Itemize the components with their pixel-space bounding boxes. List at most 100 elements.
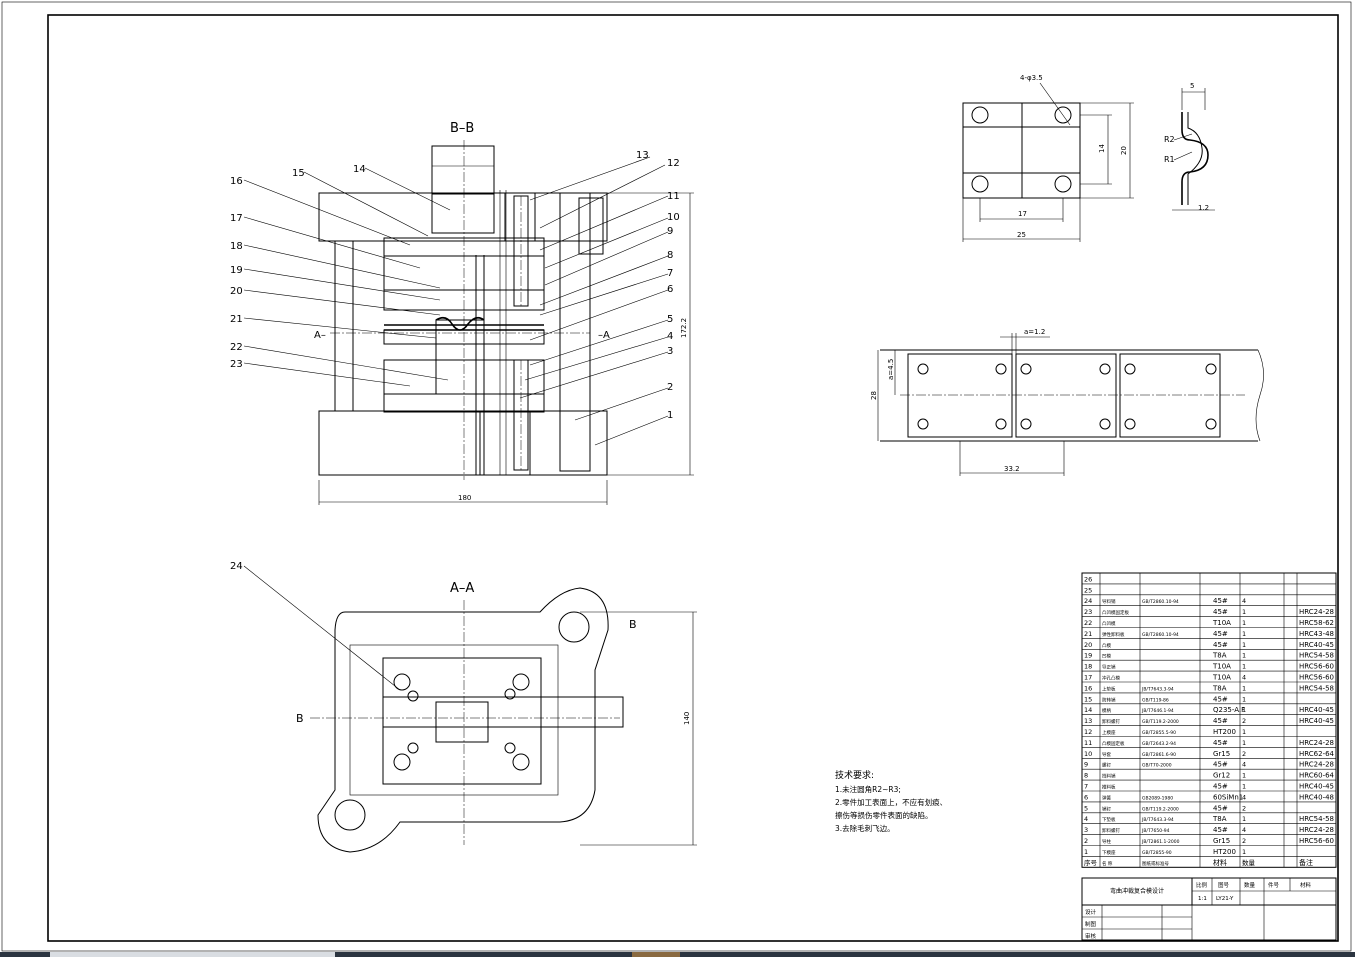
bom-cell-note: HRC58-62 (1299, 619, 1334, 627)
bom-cell-name: 导正销 (1102, 664, 1116, 671)
dim-r2: R2 (1164, 135, 1175, 144)
bom-cell-mat: T10A (1212, 619, 1231, 627)
dim-180: 180 (458, 494, 471, 502)
tech-requirements: 技术要求: 1.未注圆角R2~R3; 2.零件加工表面上，不应有划痕、 擦伤等损… (835, 769, 947, 833)
bom-cell-note: HRC40-45 (1299, 783, 1334, 791)
callout-3: 3 (667, 346, 673, 357)
callout-6: 6 (667, 284, 673, 295)
bom-cell-no: 23 (1084, 608, 1092, 616)
dim-172: 172.2 (680, 318, 688, 338)
title-block: 弯曲冲裁复合模设计 比例 图号 数量 件号 材料 1:1 LY21-Y 设计 制… (1081, 877, 1337, 941)
lower-die-seat (318, 410, 608, 476)
bom-cell-mat: Q235-A.F (1213, 706, 1245, 714)
dim-28: 28 (870, 391, 878, 400)
bom-cell-note: HRC62-64 (1299, 750, 1335, 758)
lower-die-seat-outline (317, 587, 609, 853)
bom-cell-name: 弹性卸料板 (1102, 631, 1125, 638)
bom-cell-no: 26 (1084, 575, 1092, 583)
callout-12: 12 (667, 158, 680, 169)
bom-cell-qty: 1 (1242, 772, 1246, 780)
section-b-right: B (629, 618, 637, 631)
bom-cell-std: JB/T7650-94 (1141, 828, 1170, 834)
bom-cell-mat: 45# (1213, 783, 1228, 791)
callouts-right: 13 12 11 10 9 8 7 6 5 4 3 2 1 (519, 150, 680, 446)
bom-cell-note: HRC24-28 (1299, 761, 1334, 769)
dim-t: 1.2 (1198, 204, 1209, 212)
bom-cell-qty: 1 (1242, 848, 1246, 856)
tb-material-label: 材料 (1300, 881, 1312, 889)
bom-cell-qty: 2 (1242, 804, 1246, 812)
bom-cell-name: 卸料螺钉 (1102, 827, 1120, 834)
inner-border (47, 14, 1339, 942)
bom-cell-name: 凸模固定板 (1102, 740, 1125, 747)
bom-cell-std: GB/T119.2-2000 (1142, 719, 1179, 725)
bom-cell-name: 卸料螺钉 (1102, 718, 1120, 725)
bom-cell-qty: 1 (1242, 706, 1246, 714)
punch-die (435, 319, 485, 395)
bom-cell-note: HRC24-28 (1299, 826, 1334, 834)
taskbar-item[interactable] (50, 952, 335, 957)
bom-cell-no: 7 (1084, 783, 1088, 791)
taskbar (0, 952, 1355, 957)
bom-cell-mat: Gr15 (1213, 837, 1230, 845)
bom-cell-name: 下模座 (1102, 849, 1116, 856)
tech-line-1: 1.未注圆角R2~R3; (835, 784, 901, 794)
bom-cell-mat: Gr12 (1213, 772, 1230, 780)
bom-cell-mat: 材料 (1213, 858, 1227, 867)
dim-r1: R1 (1164, 155, 1175, 164)
callout-19: 19 (230, 265, 243, 276)
bom-cell-no: 24 (1084, 597, 1092, 605)
bom-row: 26 (1084, 575, 1092, 583)
bom-cell-name: 凸模 (1102, 642, 1111, 649)
bom-cell-std: GB2089-1980 (1142, 795, 1173, 801)
bom-cell-no: 25 (1084, 586, 1092, 594)
section-a-right: –A (598, 330, 610, 341)
section-a-left: A– (314, 330, 326, 341)
bom-cell-no: 16 (1084, 684, 1092, 692)
dim-332: 33.2 (1004, 465, 1020, 473)
bom-cell-name: 推料板 (1102, 784, 1116, 791)
bom-cell-mat: 45# (1213, 630, 1228, 638)
bom-cell-qty: 4 (1242, 826, 1246, 834)
tb-drawing-no-label: 图号 (1218, 881, 1230, 889)
bom-cell-mat: 45# (1213, 717, 1228, 725)
bom-cell-name: 挡料销 (1102, 773, 1116, 780)
bom-cell-no: 21 (1084, 630, 1092, 638)
bom-cell-no: 1 (1084, 848, 1088, 856)
callout-8: 8 (667, 250, 673, 261)
taskbar-item-active[interactable] (632, 952, 680, 957)
bom-cell-mat: 45# (1213, 826, 1228, 834)
bom-cell-note: HRC24-28 (1299, 608, 1334, 616)
upper-die-seat (318, 192, 608, 242)
dim-20: 20 (1120, 146, 1128, 155)
bom-cell-qty: 2 (1242, 837, 1246, 845)
bom-cell-std: GB/T119-86 (1142, 697, 1169, 703)
bom-cell-std: GB/T2860.10-94 (1142, 632, 1179, 638)
bom-cell-name: 上垫板 (1102, 685, 1116, 692)
callout-16: 16 (230, 176, 243, 187)
bom-cell-mat: T8A (1212, 652, 1227, 660)
bom-cell-std: GB/T2860.10-94 (1142, 599, 1179, 605)
bom-cell-std: GB/T119.2-2000 (1142, 806, 1179, 812)
bom-cell-note: HRC40-45 (1299, 641, 1334, 649)
guide-hole-top (558, 611, 590, 643)
bom-cell-std: JB/T7643.3-94 (1141, 686, 1174, 692)
bom-cell-qty: 4 (1242, 597, 1246, 605)
dim-5: 5 (1190, 82, 1194, 90)
bom-cell-note: HRC43-48 (1299, 630, 1334, 638)
section-bb-label: B–B (450, 121, 474, 136)
bom-cell-std: GB/T2861.6-90 (1142, 752, 1176, 758)
tb-draw: 制图 (1085, 920, 1097, 928)
bom-cell-name: 凸凹模 (1102, 620, 1116, 627)
